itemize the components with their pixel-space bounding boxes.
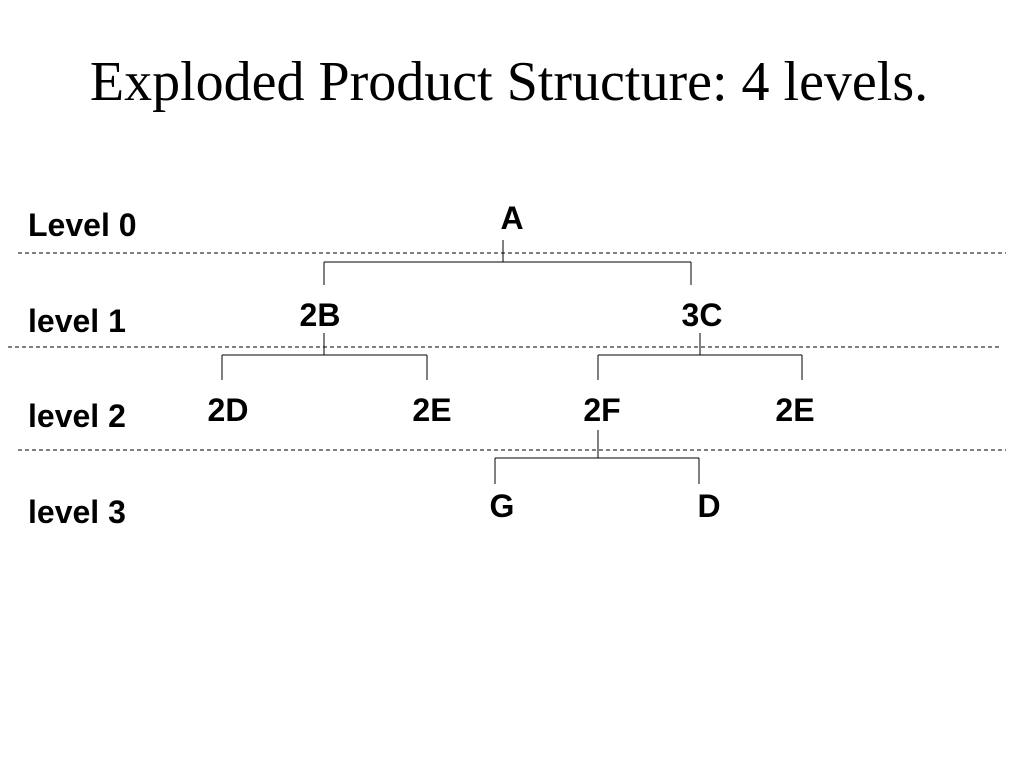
node-2f: 2F [583,392,621,428]
level-label-3: level 3 [28,494,126,530]
level-label-2: level 2 [28,398,126,434]
node-2e-under-3c: 2E [775,392,815,428]
node-g: G [489,488,515,524]
connector-f [494,430,700,484]
node-d: D [697,488,721,524]
node-a: A [500,200,524,236]
connector-b [221,333,428,380]
node-2d: 2D [207,392,249,428]
node-2e-under-2b: 2E [412,392,452,428]
node-2b: 2B [299,297,341,333]
node-3c: 3C [681,297,723,333]
connector-a [323,240,692,285]
level-label-0: Level 0 [28,207,137,243]
connector-c [597,333,803,380]
level-label-1: level 1 [28,303,126,339]
page-title: Exploded Product Structure: 4 levels. [89,51,929,113]
